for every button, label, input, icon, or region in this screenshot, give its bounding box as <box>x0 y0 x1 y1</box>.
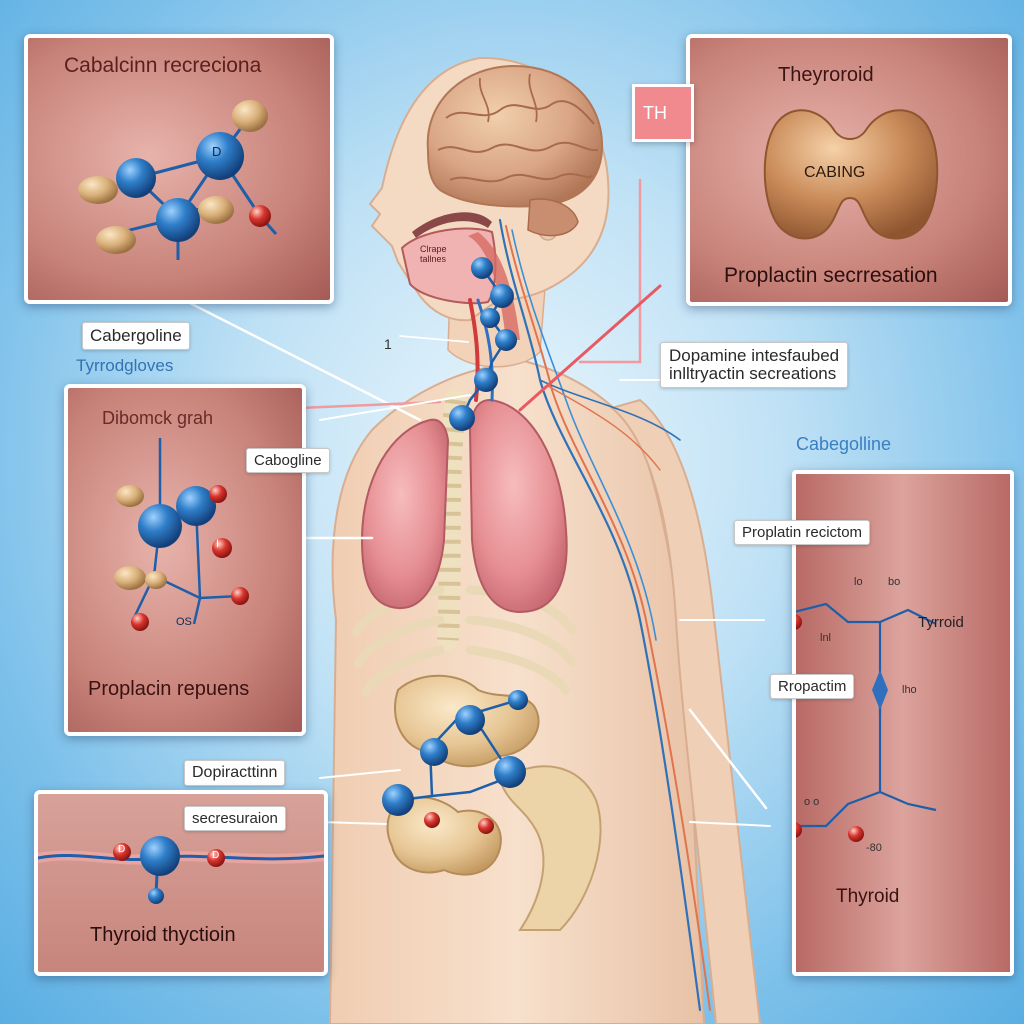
mouth-label: Clrape tallnes <box>420 244 447 264</box>
th-tag: TH <box>632 84 694 142</box>
panel-thyroid-thyction: D D Thyroid thyctioin <box>34 790 328 976</box>
atom-label: I <box>216 538 220 550</box>
tick-label: lo <box>854 576 863 588</box>
tick-label: lho <box>902 684 917 696</box>
lungs-icon <box>360 398 568 614</box>
label-secresuraion: secresuraion <box>184 806 286 831</box>
mouth-label-line: Clrape <box>420 244 447 254</box>
mouth-label-line: tallnes <box>420 254 447 264</box>
tick-label: -80 <box>866 842 882 854</box>
atom-label: D <box>212 850 220 861</box>
panel-caption: Proplactin secrresation <box>724 264 938 287</box>
panel-title: Theyroroid <box>778 64 874 86</box>
label-tyrodgloves: Tyrrodgloves <box>76 356 174 375</box>
panel-dibomck: Dibomck grah I OS Proplacin repuens <box>64 384 306 736</box>
panel-caption: Proplacin repuens <box>88 678 250 700</box>
molecule-icon <box>38 836 324 904</box>
panel-caption: Thyroid <box>836 886 900 907</box>
panel-title: Cabalcinn recreciona <box>64 54 262 77</box>
tick-label: o o <box>804 796 820 808</box>
central-molecule-chain <box>382 257 528 834</box>
human-body <box>328 56 762 1024</box>
label-rropactim: Rropactim <box>770 674 855 699</box>
panel-cabalcinn: Cabalcinn recreciona D <box>24 34 334 304</box>
label-cabergoline: Cabergoline <box>82 322 190 350</box>
atom-label: D <box>118 844 126 855</box>
panel-title: Dibomck grah <box>102 408 214 428</box>
label-tyrroid: Tyrroid <box>918 614 964 631</box>
thyroid-gland-icon <box>763 109 939 240</box>
thyroid-label: CABING <box>804 164 866 181</box>
panel-caption: Thyroid thyctioin <box>90 924 236 946</box>
atom-label: OS <box>176 616 192 628</box>
label-cabegolline: Cabegolline <box>796 434 892 454</box>
panel-vessel: lo bo lnl lho o o -80 Thyroid <box>792 470 1014 976</box>
panel-thyroid: Theyroroid CABING Proplactin secrresatio… <box>686 34 1012 306</box>
tick-label: bo <box>888 576 901 588</box>
label-line: inlltryactin secreations <box>669 364 837 383</box>
label-proplatin-recictom: Proplatin recictom <box>734 520 871 545</box>
molecule-icon <box>78 100 278 260</box>
tick-label: lnl <box>820 632 832 644</box>
leader-lines <box>174 178 771 827</box>
brain-icon <box>426 64 604 237</box>
molecule-icon <box>114 438 249 631</box>
label-cabogline: Cabogline <box>246 448 330 473</box>
label-line: Dopamine intesfaubed <box>669 346 840 365</box>
label-dopiracttinn: Dopiracttinn <box>184 760 286 786</box>
atom-label: D <box>212 144 222 159</box>
label-dopamine: Dopamine intesfaubed inlltryactin secrea… <box>660 342 849 388</box>
label-number: 1 <box>384 336 392 352</box>
molecule-icon <box>796 602 937 842</box>
